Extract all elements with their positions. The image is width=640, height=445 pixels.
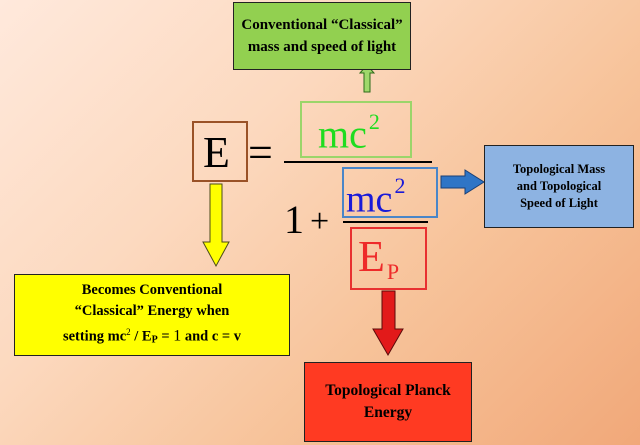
inner-numerator-exponent: 2 [394,173,406,198]
numerator-frame [300,101,412,158]
line3-one: 1 [173,327,182,345]
classical-mass-line1: Conventional “Classical” [241,17,403,33]
classical-energy-line1: Becomes Conventional [81,281,223,298]
line3-equals: = [157,328,174,345]
classical-energy-box: Becomes Conventional “Classical” Energy … [14,274,290,356]
numerator-mc2: mc2 [318,111,380,155]
inner-numerator-mc2: mc2 [346,175,405,219]
planck-energy-subscript: P [386,258,400,284]
planck-energy-symbol: EP [358,235,399,283]
denominator-plus: + [310,203,330,240]
classical-mass-line2: mass and speed of light [247,39,397,55]
line3-subscript: P [151,334,158,346]
energy-frame [192,121,248,182]
planck-energy-base: E [358,232,385,281]
denominator-one: 1 [284,197,304,242]
planck-energy-frame [350,227,427,290]
numerator-exponent: 2 [368,109,380,134]
down-arrow-red-icon [372,290,404,357]
planck-energy-line2: Energy [363,404,413,421]
inner-numerator-base: mc [346,178,393,221]
down-arrow-icon [202,183,230,268]
equals-sign: = [248,128,273,177]
line3-suffix: and c = v [181,328,242,345]
classical-energy-line2: “Classical” Energy when [74,302,230,319]
topological-mass-line3: Speed of Light [520,196,598,210]
topological-mass-line2: and Topological [516,179,602,193]
planck-energy-box: Topological Planck Energy [304,362,472,442]
classical-mass-box: Conventional “Classical” mass and speed … [233,2,411,70]
topological-mass-line1: Topological Mass [512,162,606,176]
line3-exponent: 2 [126,326,131,337]
topological-mass-box: Topological Mass and Topological Speed o… [484,145,634,228]
inner-numerator-frame [342,167,438,218]
line3-mid: / E [130,328,152,345]
planck-energy-line1: Topological Planck [325,382,451,399]
numerator-base: mc [318,111,367,157]
classical-energy-line3: setting mc2 / EP = 1 and c = v [63,322,241,350]
energy-symbol: E [203,128,230,177]
right-arrow-icon [440,169,485,195]
line3-prefix: setting mc [62,328,127,345]
